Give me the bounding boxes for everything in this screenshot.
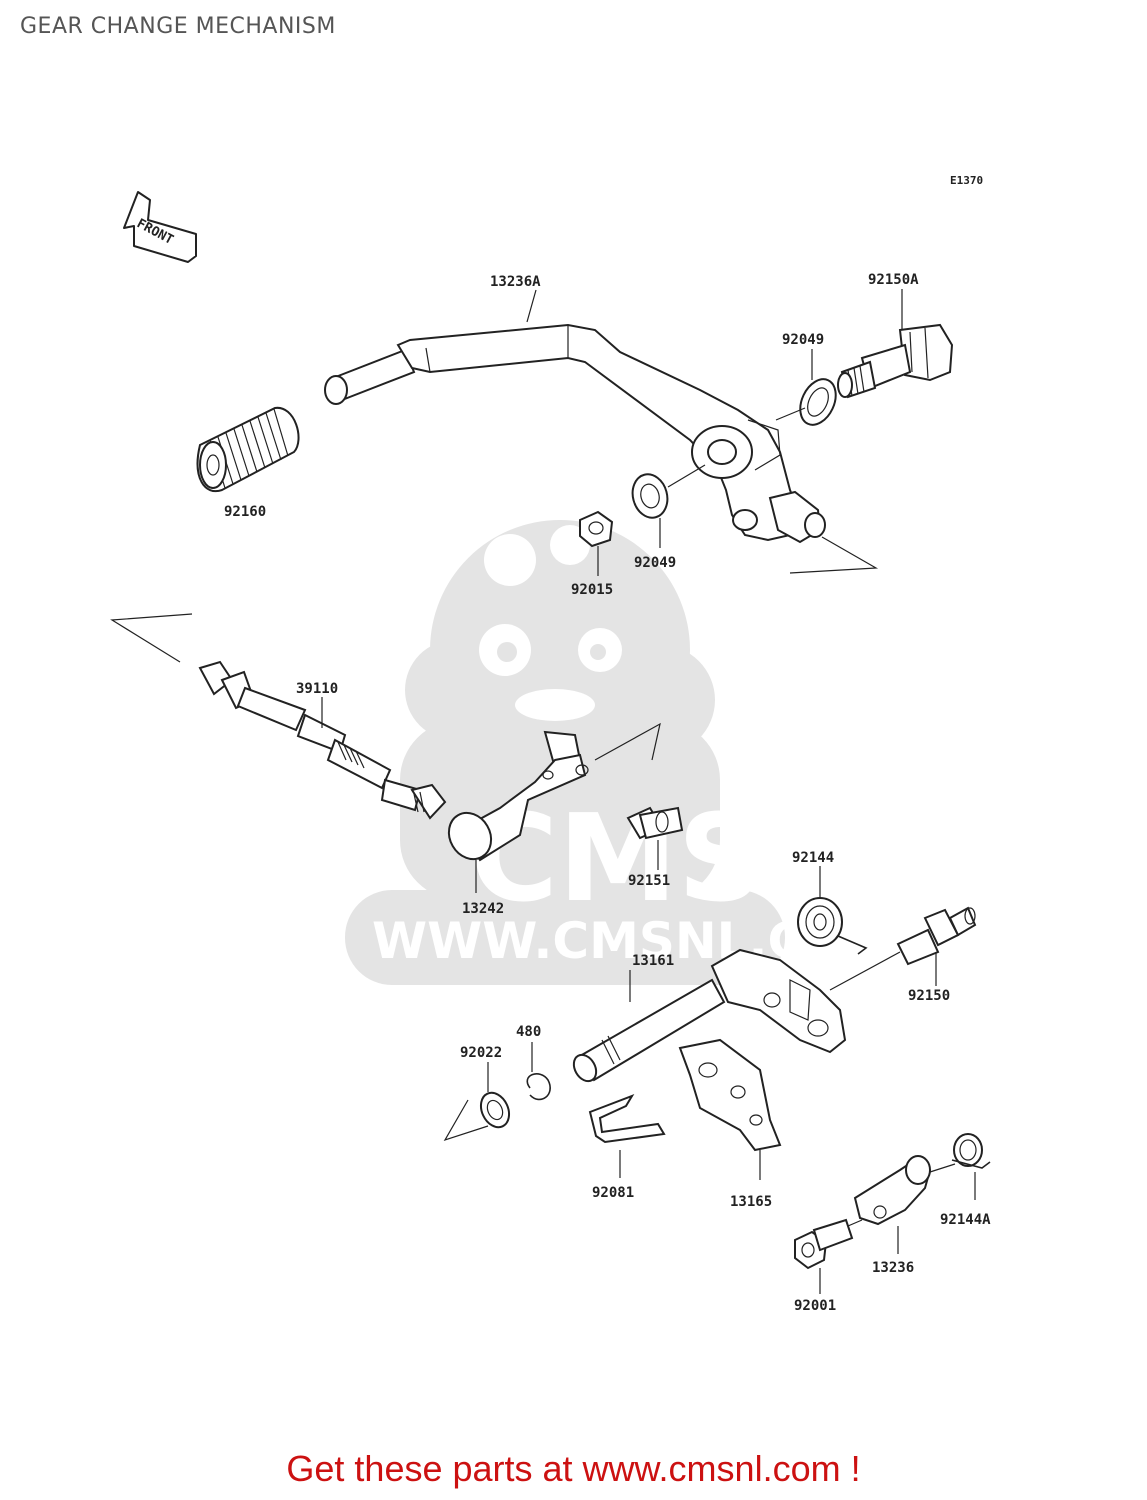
label-92160: 92160 xyxy=(224,504,266,520)
parts-diagram: CMS WWW.CMSNL.COM E1370 FRONT xyxy=(110,174,991,1314)
shift-lever-part xyxy=(853,1155,932,1226)
label-39110: 39110 xyxy=(296,681,338,697)
label-92081: 92081 xyxy=(592,1185,634,1201)
washer-upper-part xyxy=(799,378,837,426)
diagram-code: E1370 xyxy=(950,174,983,187)
pedal-rubber-part xyxy=(196,406,300,493)
tie-rod-part xyxy=(198,660,447,820)
spring-pin-part xyxy=(896,906,977,966)
label-92144: 92144 xyxy=(792,850,834,866)
label-92022: 92022 xyxy=(460,1045,502,1061)
pivot-bolt-part xyxy=(837,323,954,399)
page-title: GEAR CHANGE MECHANISM xyxy=(20,14,336,39)
lever-bolt-part xyxy=(794,1218,854,1270)
label-92049-upper: 92049 xyxy=(782,332,824,348)
shift-pedal-part xyxy=(324,323,826,544)
front-arrow-icon: FRONT xyxy=(123,191,197,263)
label-92150A: 92150A xyxy=(868,272,919,288)
stopper-plate-part xyxy=(678,1038,782,1152)
label-13236: 13236 xyxy=(872,1260,914,1276)
washer-lower-part xyxy=(631,473,669,519)
circlip-part xyxy=(526,1073,551,1101)
label-13236A: 13236A xyxy=(490,274,541,290)
washer-shaft-part xyxy=(479,1091,511,1129)
label-92144A: 92144A xyxy=(940,1212,991,1228)
label-13165: 13165 xyxy=(730,1194,772,1210)
label-92001: 92001 xyxy=(794,1298,836,1314)
lever-spring-part xyxy=(951,1133,991,1169)
guide-part xyxy=(588,1094,666,1144)
shift-arm-part xyxy=(447,730,589,862)
cms-watermark: CMS WWW.CMSNL.COM xyxy=(345,520,897,985)
arm-bolt-part xyxy=(626,806,684,840)
label-480: 480 xyxy=(516,1024,541,1040)
label-92015: 92015 xyxy=(571,582,613,598)
label-92049-lower: 92049 xyxy=(634,555,676,571)
nut-part xyxy=(579,510,614,548)
label-92150: 92150 xyxy=(908,988,950,1004)
label-92151: 92151 xyxy=(628,873,670,889)
label-13242: 13242 xyxy=(462,901,504,917)
footer-link[interactable]: Get these parts at www.cmsnl.com ! xyxy=(286,1448,861,1489)
shift-shaft-part xyxy=(572,948,847,1083)
label-13161: 13161 xyxy=(632,953,674,969)
